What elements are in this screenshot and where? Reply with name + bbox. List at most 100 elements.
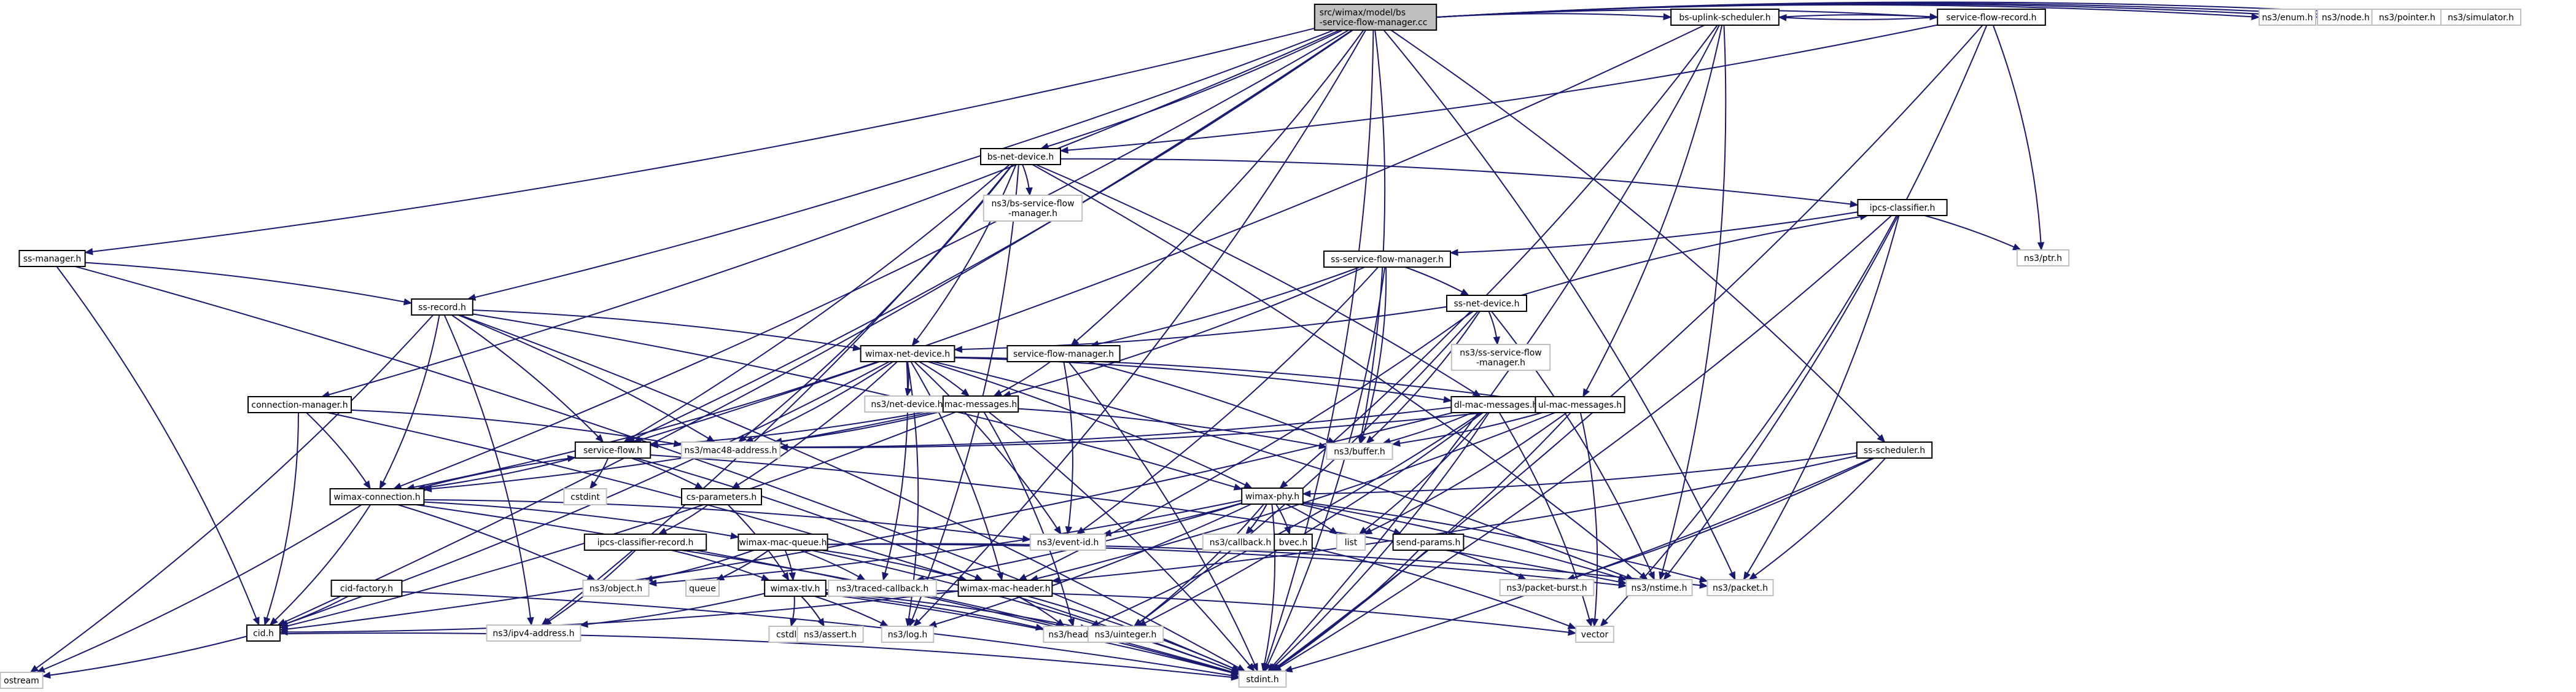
arrowhead-icon	[852, 344, 862, 352]
arrowhead-icon	[1329, 527, 1338, 535]
arrowhead-icon	[1460, 288, 1469, 296]
arrowhead-icon	[1567, 622, 1577, 629]
arrowhead-icon	[658, 527, 667, 535]
arrowhead-icon	[996, 572, 1004, 581]
node-ns3-nstime: ns3/nstime.h	[1625, 579, 1693, 596]
node-ipcs-classifier[interactable]: ipcs-classifier.h	[1857, 199, 1948, 216]
node-ss-record[interactable]: ss-record.h	[411, 298, 473, 316]
node-ss-manager[interactable]: ss-manager.h	[18, 250, 86, 267]
node-ipcs-classifier-record[interactable]: ipcs-classifier-record.h	[583, 534, 707, 551]
edge-service-flow-record-to-ns3-nstime	[1663, 25, 1988, 580]
node-label: ns3/uinteger.h	[1095, 630, 1157, 640]
edge-wimax-phy-to-stdint	[1262, 503, 1276, 672]
edge-ss-record-to-wimax-net-device	[472, 309, 861, 350]
edge-wimax-mac-queue-to-wimax-mac-header	[821, 550, 967, 581]
node-wimax-connection[interactable]: wimax-connection.h	[329, 488, 425, 505]
arrowhead-icon	[905, 387, 912, 397]
edge-bs-net-device-to-ns3-mac48-address	[738, 164, 1013, 443]
node-label: ns3/object.h	[590, 584, 642, 594]
node-wimax-phy[interactable]: wimax-phy.h	[1241, 488, 1304, 505]
node-service-flow-record[interactable]: service-flow-record.h	[1937, 9, 2046, 26]
arrowhead-icon	[29, 665, 39, 673]
edge-service-flow-record-to-bs-uplink-scheduler	[1778, 17, 1938, 20]
node-list: list	[1336, 534, 1366, 551]
node-label: src/wimax/model/bs	[1320, 8, 1406, 18]
edge-ss-record-to-ns3-mac48-address	[457, 314, 715, 443]
edge-cid-to-stdint	[279, 632, 1239, 679]
node-label: ns3/assert.h	[804, 630, 857, 640]
edge-service-flow-to-wimax-connection	[417, 457, 576, 489]
node-connection-manager[interactable]: connection-manager.h	[247, 396, 352, 413]
edge-wimax-phy-to-ns3-packet	[1302, 501, 1708, 582]
edge-bs-net-device-to-wimax-net-device	[911, 164, 1017, 346]
arrowhead-icon	[1054, 526, 1062, 535]
node-label: ns3/ss-service-flow	[1460, 348, 1541, 358]
edge-layer	[29, 1, 2442, 681]
node-dl-mac-messages[interactable]: dl-mac-messages.h	[1450, 396, 1541, 413]
node-wimax-mac-queue[interactable]: wimax-mac-queue.h	[737, 534, 828, 551]
node-box	[980, 148, 1061, 165]
edge-ss-record-to-stdint	[459, 314, 1245, 672]
node-label: ns3/node.h	[2322, 13, 2370, 23]
node-box	[18, 250, 86, 267]
node-box	[1087, 626, 1164, 643]
node-label: wimax-mac-queue.h	[739, 538, 827, 548]
node-box	[828, 580, 937, 597]
arrowhead-icon	[912, 618, 922, 627]
edge-wimax-net-device-to-wimax-mac-header	[910, 361, 1003, 581]
node-box	[942, 395, 1019, 413]
node-wimax-mac-header[interactable]: wimax-mac-header.h	[957, 580, 1053, 597]
node-label: ipcs-classifier-record.h	[597, 538, 694, 548]
arrowhead-icon	[790, 618, 797, 628]
node-box	[680, 441, 781, 459]
node-ss-scheduler[interactable]: ss-scheduler.h	[1856, 441, 1933, 459]
node-box	[1450, 396, 1541, 413]
edge-ss-manager-to-ss-record	[85, 262, 412, 304]
node-cid-factory[interactable]: cid-factory.h	[330, 580, 403, 597]
arrowhead-icon	[673, 440, 683, 448]
edge-ipcs-classifier-record-to-wimax-tlv	[671, 550, 770, 581]
node-send-params[interactable]: send-params.h	[1392, 534, 1465, 551]
edge-connection-manager-to-cid	[264, 412, 299, 626]
node-cs-parameters[interactable]: cs-parameters.h	[681, 488, 762, 505]
node-root[interactable]: src/wimax/model/bs-service-flow-manager.…	[1313, 4, 1438, 31]
arrowhead-icon	[579, 620, 588, 628]
edge-ss-manager-to-stdint	[75, 266, 1240, 672]
arrowhead-icon	[1648, 571, 1655, 581]
arrowhead-icon	[542, 618, 552, 626]
node-bvec[interactable]: bvec.h	[1274, 534, 1313, 551]
node-wimax-tlv[interactable]: wimax-tlv.h	[764, 580, 827, 597]
node-box	[1029, 534, 1107, 551]
node-service-flow-manager[interactable]: service-flow-manager.h	[1006, 345, 1121, 362]
edge-service-flow-manager-to-ns3-buffer	[1088, 361, 1336, 444]
edge-ss-net-device-to-ipcs-classifier	[1521, 215, 1868, 296]
node-cid[interactable]: cid.h	[246, 624, 281, 642]
node-ss-service-flow-manager[interactable]: ss-service-flow-manager.h	[1323, 251, 1451, 268]
arrowhead-icon	[1231, 674, 1240, 681]
node-box	[1535, 396, 1625, 413]
edge-ipcs-classifier-record-to-stdint	[681, 550, 1239, 675]
node-label: ns3/net-device.h	[871, 400, 943, 410]
node-label: bs-net-device.h	[987, 152, 1054, 162]
node-box	[329, 488, 425, 505]
arrowhead-icon	[2012, 243, 2021, 251]
node-label: mac-messages.h	[944, 400, 1018, 410]
edge-ss-net-device-to-ns3-uinteger	[1134, 311, 1479, 627]
node-label: ns3/event-id.h	[1037, 538, 1099, 548]
node-service-flow[interactable]: service-flow.h	[574, 441, 652, 459]
node-label: ns3/packet-burst.h	[1506, 583, 1587, 593]
node-box	[1706, 579, 1774, 596]
node-mac-messages[interactable]: mac-messages.h	[942, 395, 1019, 413]
node-label: ostream	[4, 676, 39, 686]
arrowhead-icon	[1591, 618, 1599, 628]
arrowhead-icon	[911, 337, 920, 347]
node-wimax-net-device[interactable]: wimax-net-device.h	[860, 345, 955, 362]
node-ul-mac-messages[interactable]: ul-mac-messages.h	[1535, 396, 1625, 413]
edge-bs-net-device-to-ipcs-classifier	[1060, 158, 1858, 206]
node-bs-net-device[interactable]: bs-net-device.h	[980, 148, 1061, 165]
node-ss-net-device[interactable]: ss-net-device.h	[1446, 295, 1527, 312]
edge-root-to-ss-record	[467, 29, 1334, 300]
arrowhead-icon	[527, 616, 534, 626]
arrowhead-icon	[730, 532, 739, 540]
node-bs-uplink-scheduler[interactable]: bs-uplink-scheduler.h	[1670, 9, 1780, 26]
